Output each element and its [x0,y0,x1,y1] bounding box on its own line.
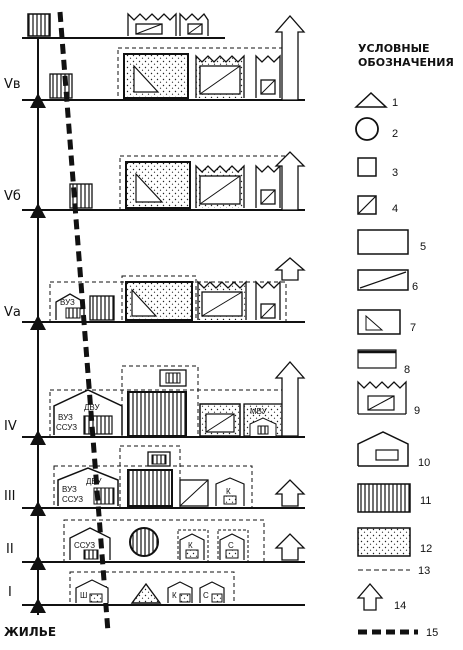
level-Vb-buildings [69,155,287,211]
arrow-top [274,15,306,101]
legend-num-7: 7 [410,322,416,334]
legend-symbol-circle [355,117,379,141]
level-label-Va: Vа [4,305,21,320]
level-II-buildings: ССУЗ К С [63,519,265,563]
arrow-Va [274,257,306,281]
legend-num-1: 1 [392,97,398,109]
vertical-axis [30,38,46,615]
legend-symbol-dotted [357,527,411,557]
legend-title-line2: ОБОЗНАЧЕНИЯ [358,56,454,69]
legend-num-8: 8 [404,364,410,376]
label-ssuz-II: ССУЗ [74,541,95,550]
level-label-II: II [6,542,14,557]
level-Vv-buildings [49,47,287,101]
legend-num-11: 11 [420,495,431,507]
legend-symbol-rectangle [357,229,409,255]
label-vuz-IV: ВУЗ [58,413,73,422]
legend: УСЛОВНЫЕ ОБОЗНАЧЕНИЯ 1 2 3 4 5 6 7 8 [354,42,454,639]
label-dvu-IV: ДВУ [84,403,100,412]
legend-num-15: 15 [426,627,438,639]
level-I-buildings: Ш К С [69,571,235,606]
top-row [27,12,209,37]
legend-num-3: 3 [392,167,398,179]
legend-num-12: 12 [420,543,432,555]
label-mvu-IV: МВУ [250,407,268,416]
legend-title-line1: УСЛОВНЫЕ [358,42,430,55]
level-label-I: I [8,585,12,600]
triangle-facility-I [130,582,162,604]
label-k-II: К [188,541,193,550]
arrow-II [274,533,306,561]
label-k-I: К [172,591,177,600]
label-ssuz-III: ССУЗ [62,495,83,504]
arrow-Vb [274,151,306,211]
label-vuz-Va: ВУЗ [60,298,75,307]
label-s-II: С [228,541,234,550]
level-label-III: III [4,489,16,504]
level-label-IV: IV [4,419,17,434]
level-III-buildings: ВУЗ ССУЗ ДВУ К [53,445,253,509]
label-k-III: К [226,487,231,496]
level-Va-buildings: ВУЗ [49,275,287,323]
level-labels: I II III IV Vа Vб Vв ЖИЛЬЕ [4,77,56,639]
legend-symbol-arrow [356,583,384,611]
legend-num-13: 13 [418,565,430,577]
level-IV-buildings: ВУЗ ССУЗ ДВУ МВУ [49,365,287,438]
legend-symbol-rectangle-topbar [357,349,397,369]
legend-symbol-vertical-hatch [357,483,411,513]
legend-num-9: 9 [414,405,420,417]
legend-num-5: 5 [420,241,426,253]
legend-num-10: 10 [418,457,430,469]
legend-num-14: 14 [394,600,406,612]
level-arrows [274,15,306,561]
label-dvu-III: ДВУ [86,477,102,486]
arrow-IV [274,361,306,437]
circle-facility-II [129,527,159,557]
legend-symbol-square [357,157,377,177]
arrow-III [274,479,306,507]
legend-num-4: 4 [392,203,398,215]
level-label-Vb: Vб [4,189,21,204]
level-label-Vv: Vв [4,77,21,92]
legend-num-2: 2 [392,128,398,140]
label-ssuz-IV: ССУЗ [56,423,77,432]
legend-num-6: 6 [412,281,418,293]
legend-symbol-house [357,431,409,467]
label-sh-I: Ш [80,591,87,600]
base-label: ЖИЛЬЕ [4,625,56,639]
label-vuz-III: ВУЗ [62,485,77,494]
legend-symbol-triangle [354,91,388,108]
label-s-I: С [203,591,209,600]
